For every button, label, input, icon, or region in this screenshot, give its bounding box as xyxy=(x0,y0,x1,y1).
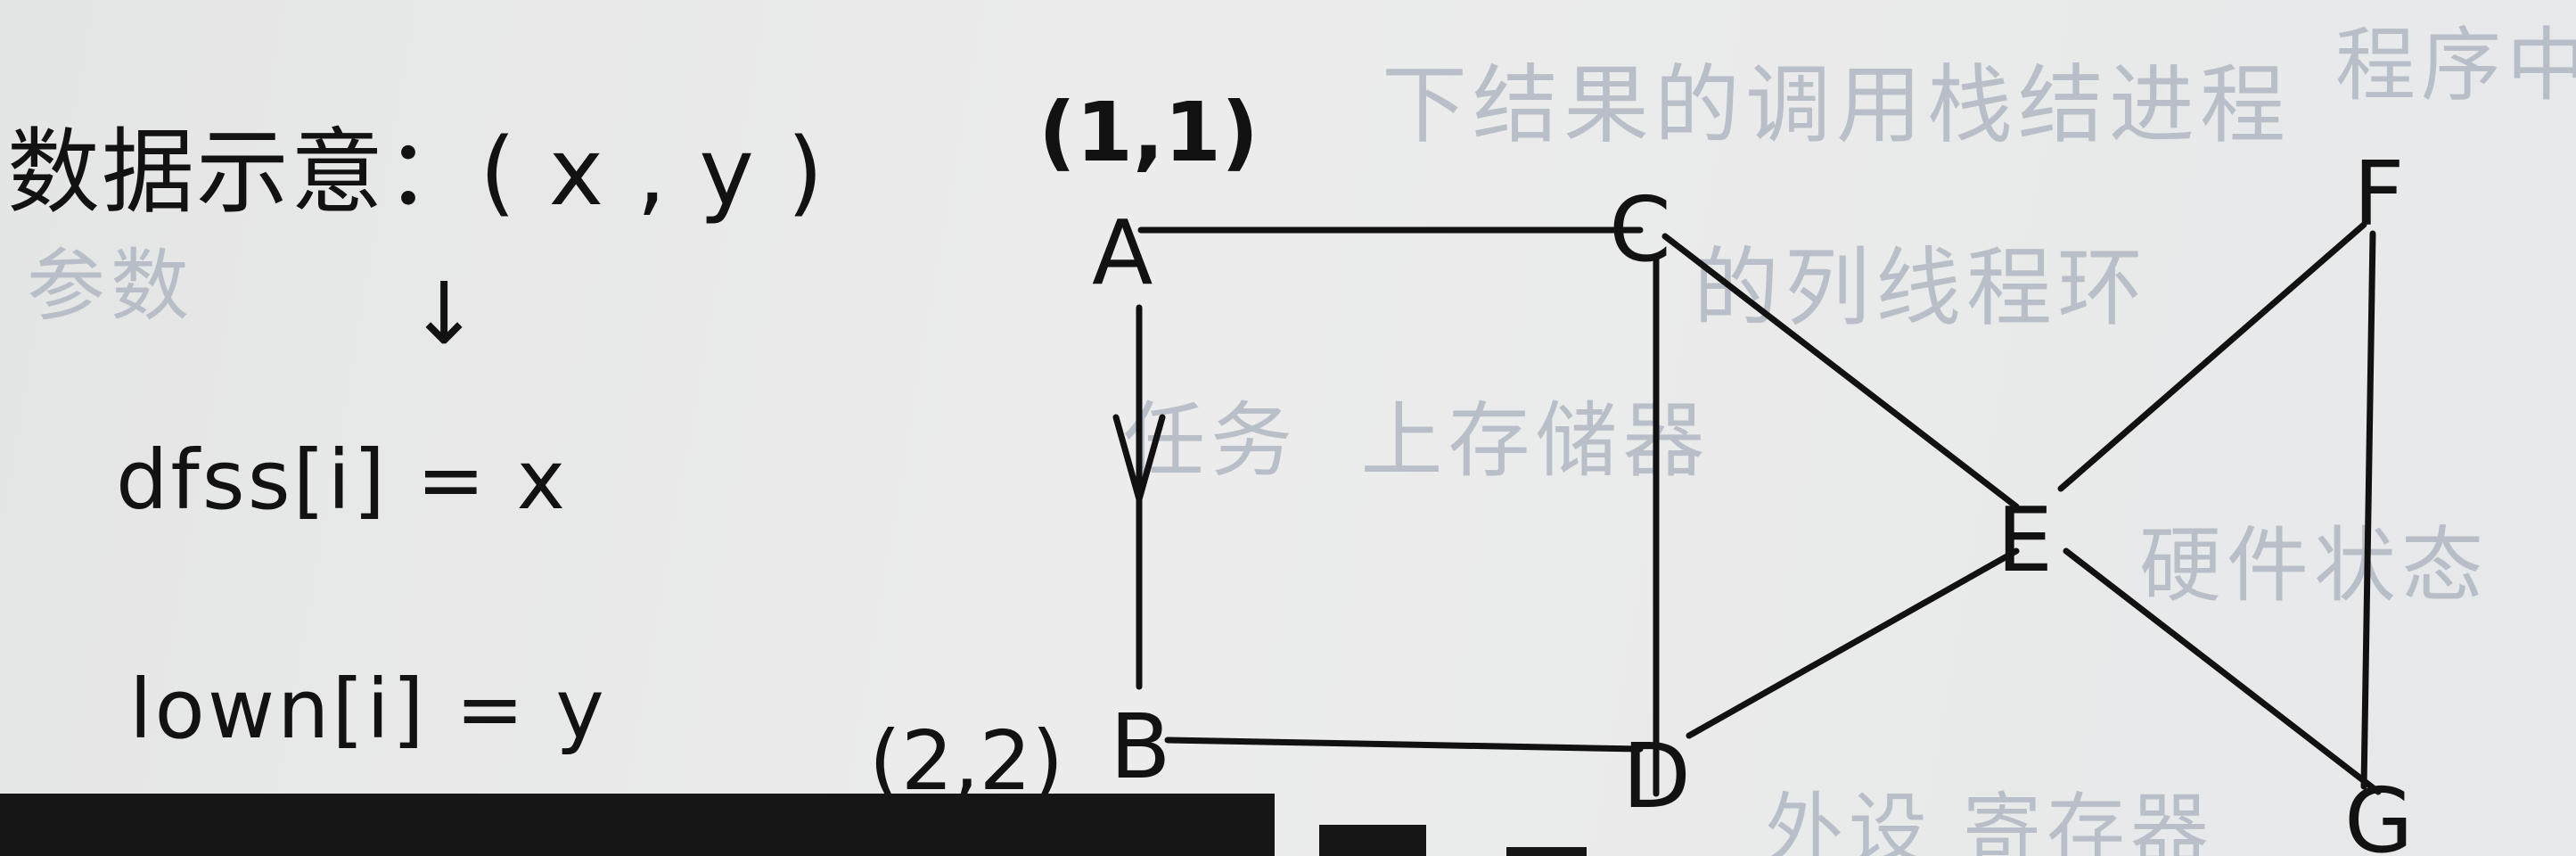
edge-a-b-arrowhead xyxy=(1112,414,1166,511)
edge-e-f xyxy=(2057,221,2367,492)
dfs-definition: dfss[i] = x xyxy=(116,432,569,528)
bleed-through-text: 硬件状态 xyxy=(2139,518,2490,613)
bleed-through-text: 外设 寄存器 xyxy=(1765,784,2214,856)
bleed-through-text: 的列线程环 xyxy=(1694,238,2148,338)
edge-d-e xyxy=(1686,547,2020,739)
down-arrow-icon: ↓ xyxy=(408,264,480,364)
bleed-through-text: 程序中断 xyxy=(2335,19,2576,112)
node-a: A xyxy=(1092,201,1153,305)
edge-c-e xyxy=(1661,233,2020,510)
low-definition: lown[i] = y xyxy=(129,662,607,757)
node-e: E xyxy=(1997,488,2053,592)
annotation-a: (1,1) xyxy=(1038,85,1259,180)
node-d: D xyxy=(1622,724,1691,828)
node-g: G xyxy=(2344,769,2414,856)
page-edge-shadow xyxy=(0,794,1275,856)
node-b: B xyxy=(1110,695,1171,799)
bleed-through-text: 任务 上存储器 xyxy=(1123,393,1710,489)
notes-title: 数据示意：( x , y ) xyxy=(7,118,825,226)
edge-b-d xyxy=(1164,737,1644,753)
node-c: C xyxy=(1609,177,1671,282)
edge-e-g xyxy=(2063,547,2382,795)
page-edge-shadow xyxy=(1506,847,1587,856)
page-edge-shadow xyxy=(1319,825,1426,856)
edge-f-g xyxy=(2360,230,2376,790)
annotation-b: (2,2) xyxy=(869,713,1063,809)
node-f: F xyxy=(2353,142,2405,246)
bleed-through-text: 下结果的调用栈结进程 xyxy=(1382,55,2291,155)
bleed-through-text: 参数 xyxy=(27,240,195,332)
